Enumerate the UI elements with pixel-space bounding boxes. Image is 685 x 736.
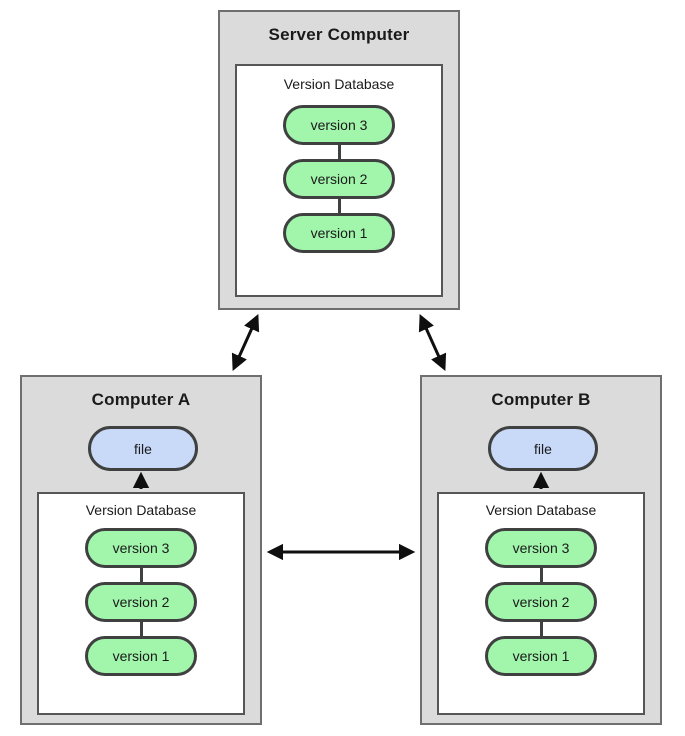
version-pill: version 1 — [85, 636, 197, 676]
version-pill: version 1 — [283, 213, 395, 253]
version-pill: version 3 — [283, 105, 395, 145]
version-database-label: Version Database — [85, 502, 197, 518]
version-connector-line — [139, 622, 143, 636]
version-pill: version 2 — [485, 582, 597, 622]
arrow-server-computer-b — [418, 313, 447, 372]
version-pill: version 3 — [485, 528, 597, 568]
version-pill: version 2 — [85, 582, 197, 622]
version-database-label: Version Database — [485, 502, 597, 518]
version-pill: version 2 — [283, 159, 395, 199]
server-computer-box: Server Computer Version Database version… — [218, 10, 460, 310]
computer-a-version-database-box: Version Database version 3 version 2 ver… — [37, 492, 245, 715]
server-computer-title: Server Computer — [268, 25, 410, 44]
version-pill: version 1 — [485, 636, 597, 676]
server-version-database-box: Version Database version 3 version 2 ver… — [235, 64, 443, 297]
computer-a-box: Computer A file Version Database version… — [20, 375, 262, 725]
computer-b-box: Computer B file Version Database version… — [420, 375, 662, 725]
version-connector-line — [539, 568, 543, 582]
version-connector-line — [337, 199, 341, 213]
version-connector-line — [337, 145, 341, 159]
file-pill: file — [88, 426, 198, 471]
file-pill: file — [488, 426, 598, 471]
computer-b-title: Computer B — [491, 390, 591, 409]
version-connector-line — [539, 622, 543, 636]
arrow-server-computer-a — [231, 313, 260, 372]
computer-b-version-database-box: Version Database version 3 version 2 ver… — [437, 492, 645, 715]
version-connector-line — [139, 568, 143, 582]
version-database-label: Version Database — [283, 76, 395, 92]
version-pill: version 3 — [85, 528, 197, 568]
computer-a-title: Computer A — [91, 390, 191, 409]
